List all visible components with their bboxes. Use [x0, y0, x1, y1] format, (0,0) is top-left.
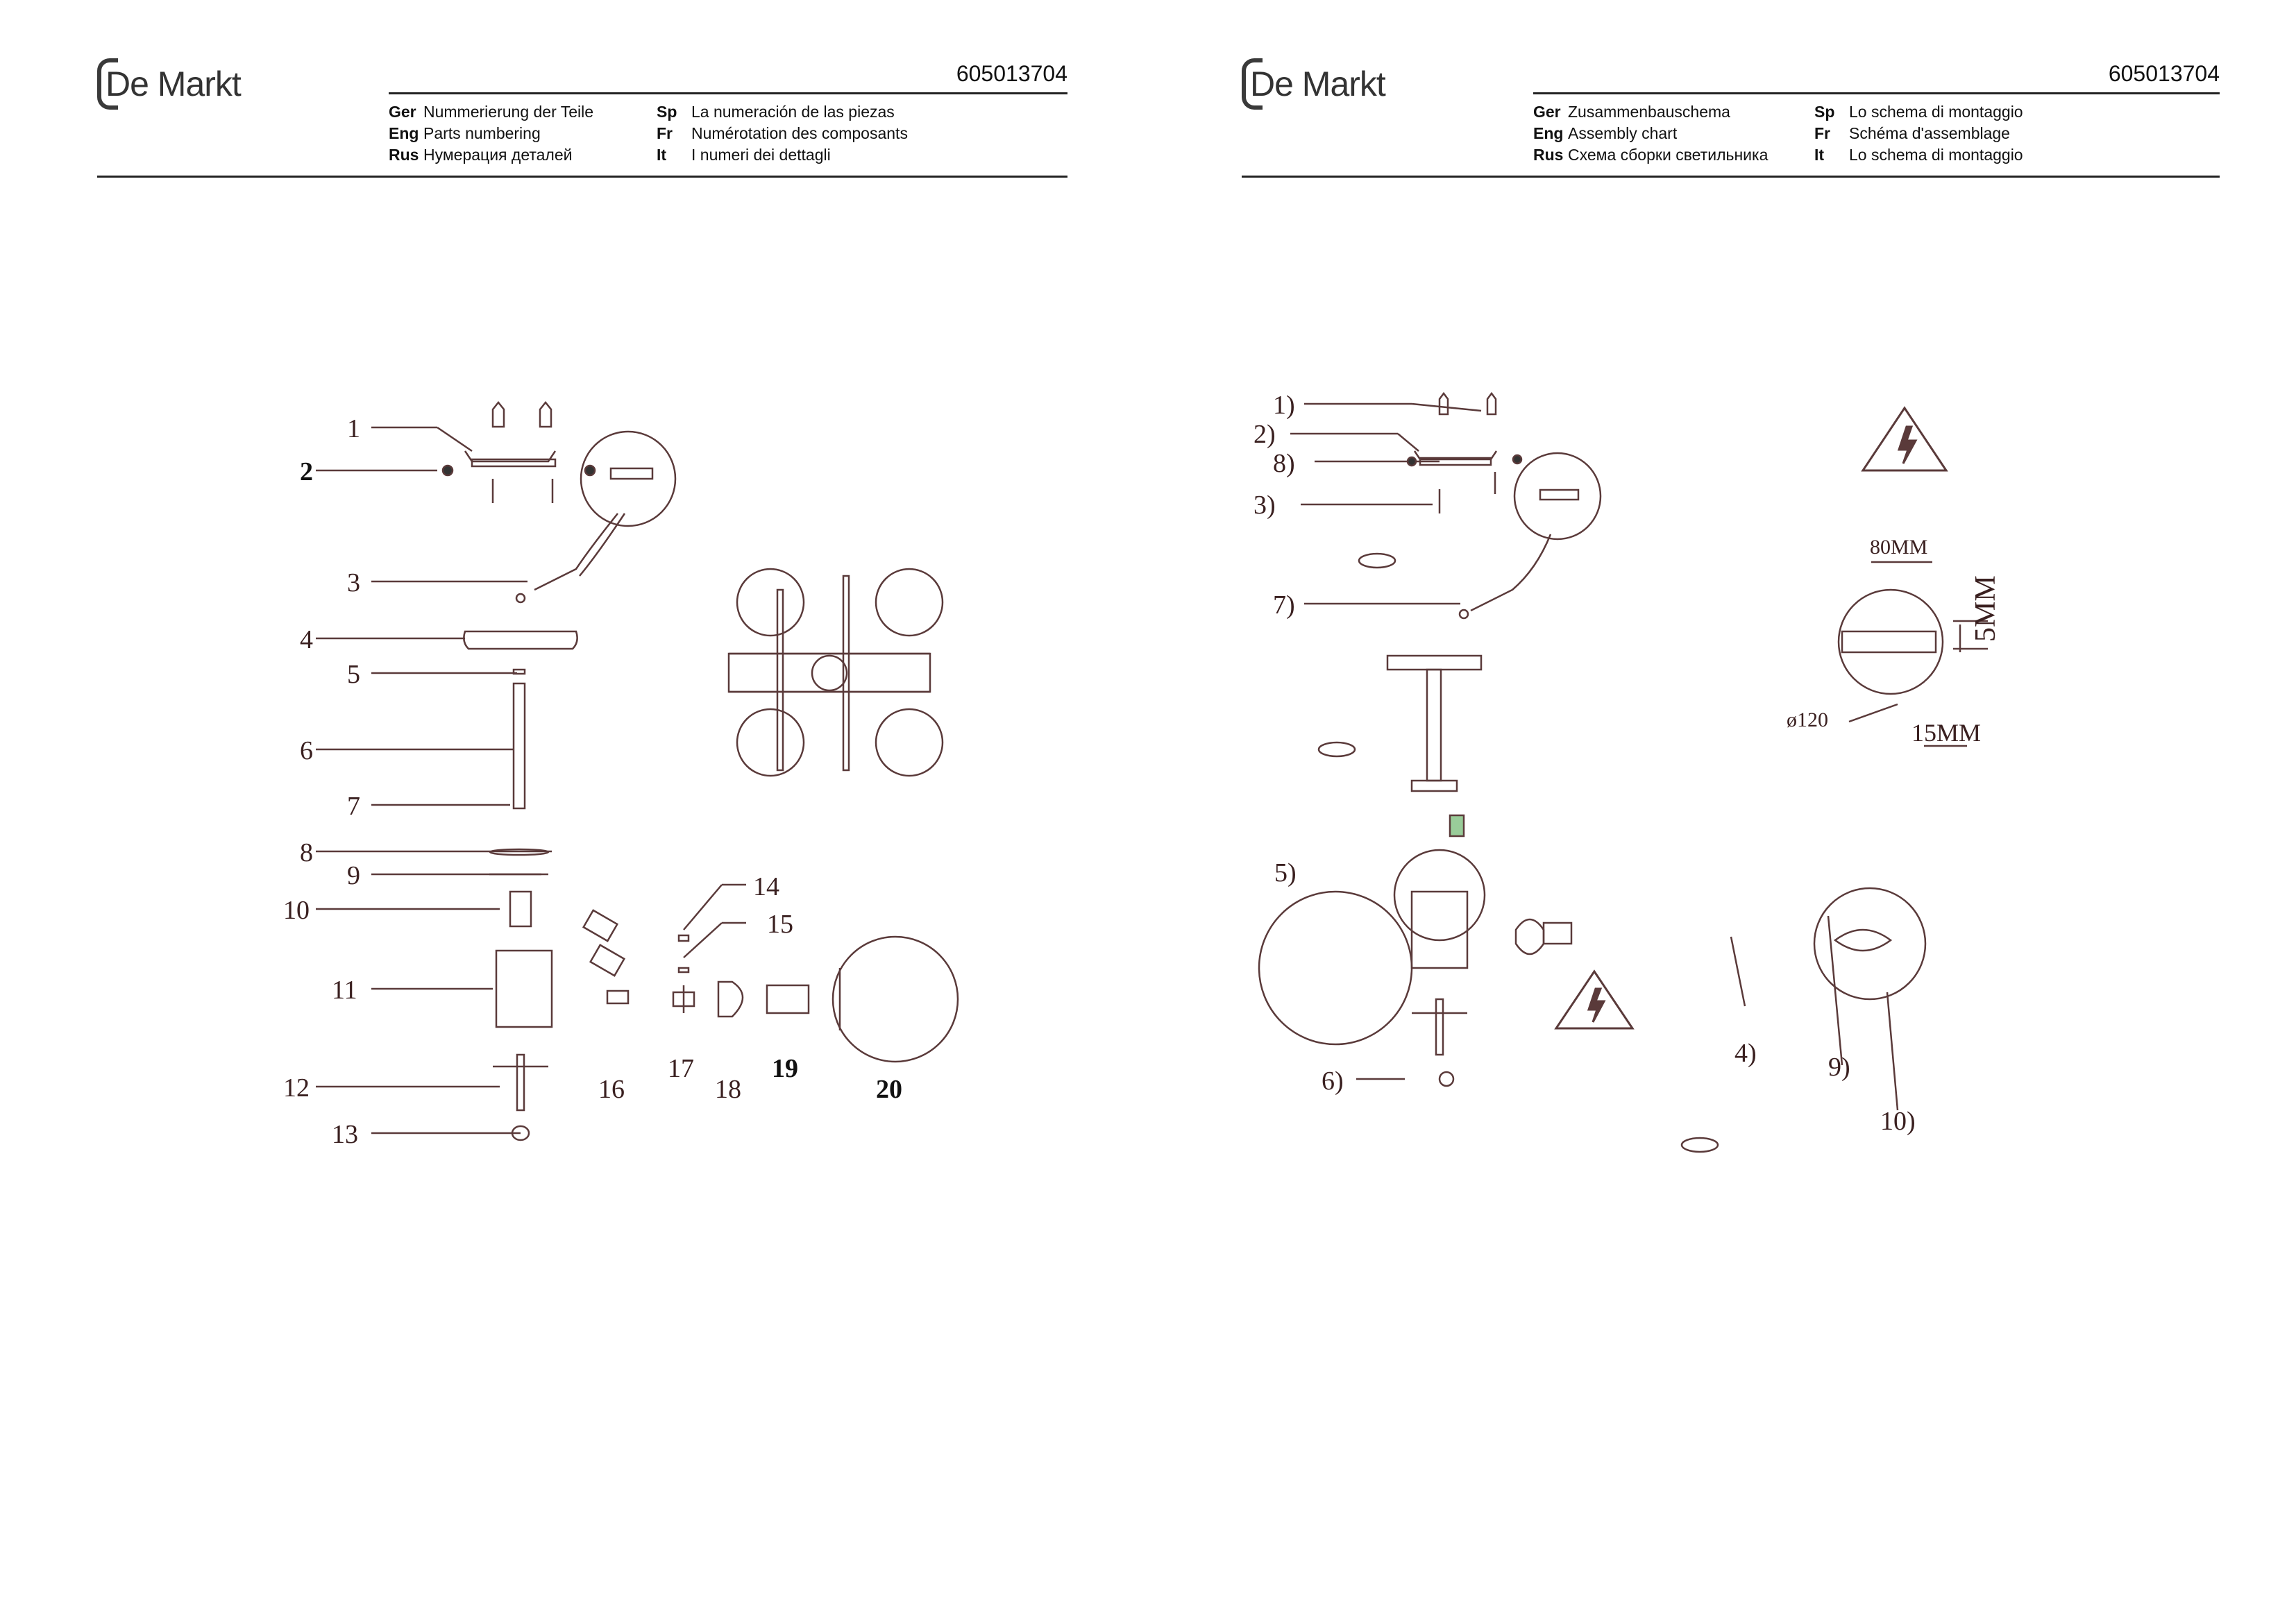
label-4: 4: [300, 625, 313, 654]
label-2: 2: [300, 457, 313, 486]
header-rule: [389, 92, 1067, 94]
label-13: 13: [332, 1120, 358, 1149]
logo-mark-icon: [1242, 58, 1263, 110]
product-code: 605013704: [2108, 61, 2220, 86]
label-10: 10: [283, 896, 310, 925]
label-8: 8): [1273, 449, 1295, 478]
parts-diagram: 1 2 3 4 5 6 7 8 9 10 11 12 13 14 15 16 1…: [283, 400, 959, 1149]
label-2: 2): [1253, 420, 1276, 449]
dim-width: 80MM: [1870, 536, 1927, 559]
part-labels: 1 2 3 4 5 6 7 8 9 10 11 12 13 14 15 16 1…: [283, 414, 902, 1149]
label-8: 8: [300, 838, 313, 867]
assembly-diagram: 1) 2) 8) 3) 7) 5) 6) 4) 9) 10) 80MM 5MM …: [1253, 391, 2002, 1153]
dim-diameter: ø120: [1787, 708, 1828, 731]
logo-mark-icon: [97, 58, 118, 110]
label-16: 16: [598, 1075, 625, 1104]
electric-hazard-icon: [1554, 969, 1635, 1030]
label-1: 1): [1273, 391, 1295, 420]
label-15: 15: [767, 910, 793, 939]
label-3: 3): [1253, 491, 1276, 520]
brand-name: De Markt: [105, 65, 242, 103]
label-17: 17: [668, 1054, 694, 1083]
label-12: 12: [283, 1073, 310, 1103]
label-10: 10): [1880, 1107, 1916, 1136]
product-code: 605013704: [956, 61, 1067, 86]
label-1: 1: [347, 414, 360, 443]
label-5: 5): [1274, 858, 1297, 887]
label-19: 19: [772, 1054, 798, 1083]
label-7: 7: [347, 792, 360, 821]
brand-name: De Markt: [1250, 65, 1386, 103]
label-3: 3: [347, 568, 360, 597]
label-6: 6: [300, 736, 313, 765]
label-5: 5: [347, 660, 360, 689]
label-9: 9): [1828, 1053, 1850, 1082]
label-6: 6): [1322, 1067, 1344, 1096]
label-14: 14: [753, 872, 779, 901]
label-9: 9: [347, 861, 360, 890]
label-11: 11: [332, 976, 357, 1005]
brand-logo: De Markt: [1242, 58, 1386, 110]
dim-height: 5MM: [1970, 575, 2002, 642]
label-4: 4): [1734, 1039, 1757, 1068]
dim-slot: 15MM: [1911, 719, 1981, 747]
header-rule: [1533, 92, 2220, 94]
label-18: 18: [715, 1075, 741, 1104]
label-7: 7): [1273, 590, 1295, 620]
electric-hazard-icon: [1861, 406, 1948, 472]
label-20: 20: [876, 1075, 902, 1104]
header-bottom-rule: [1242, 176, 2220, 178]
brand-logo: De Markt: [97, 58, 242, 110]
assembly-labels: 1) 2) 8) 3) 7) 5) 6) 4) 9) 10) 80MM 5MM …: [1253, 391, 2002, 1136]
header-bottom-rule: [97, 176, 1067, 178]
